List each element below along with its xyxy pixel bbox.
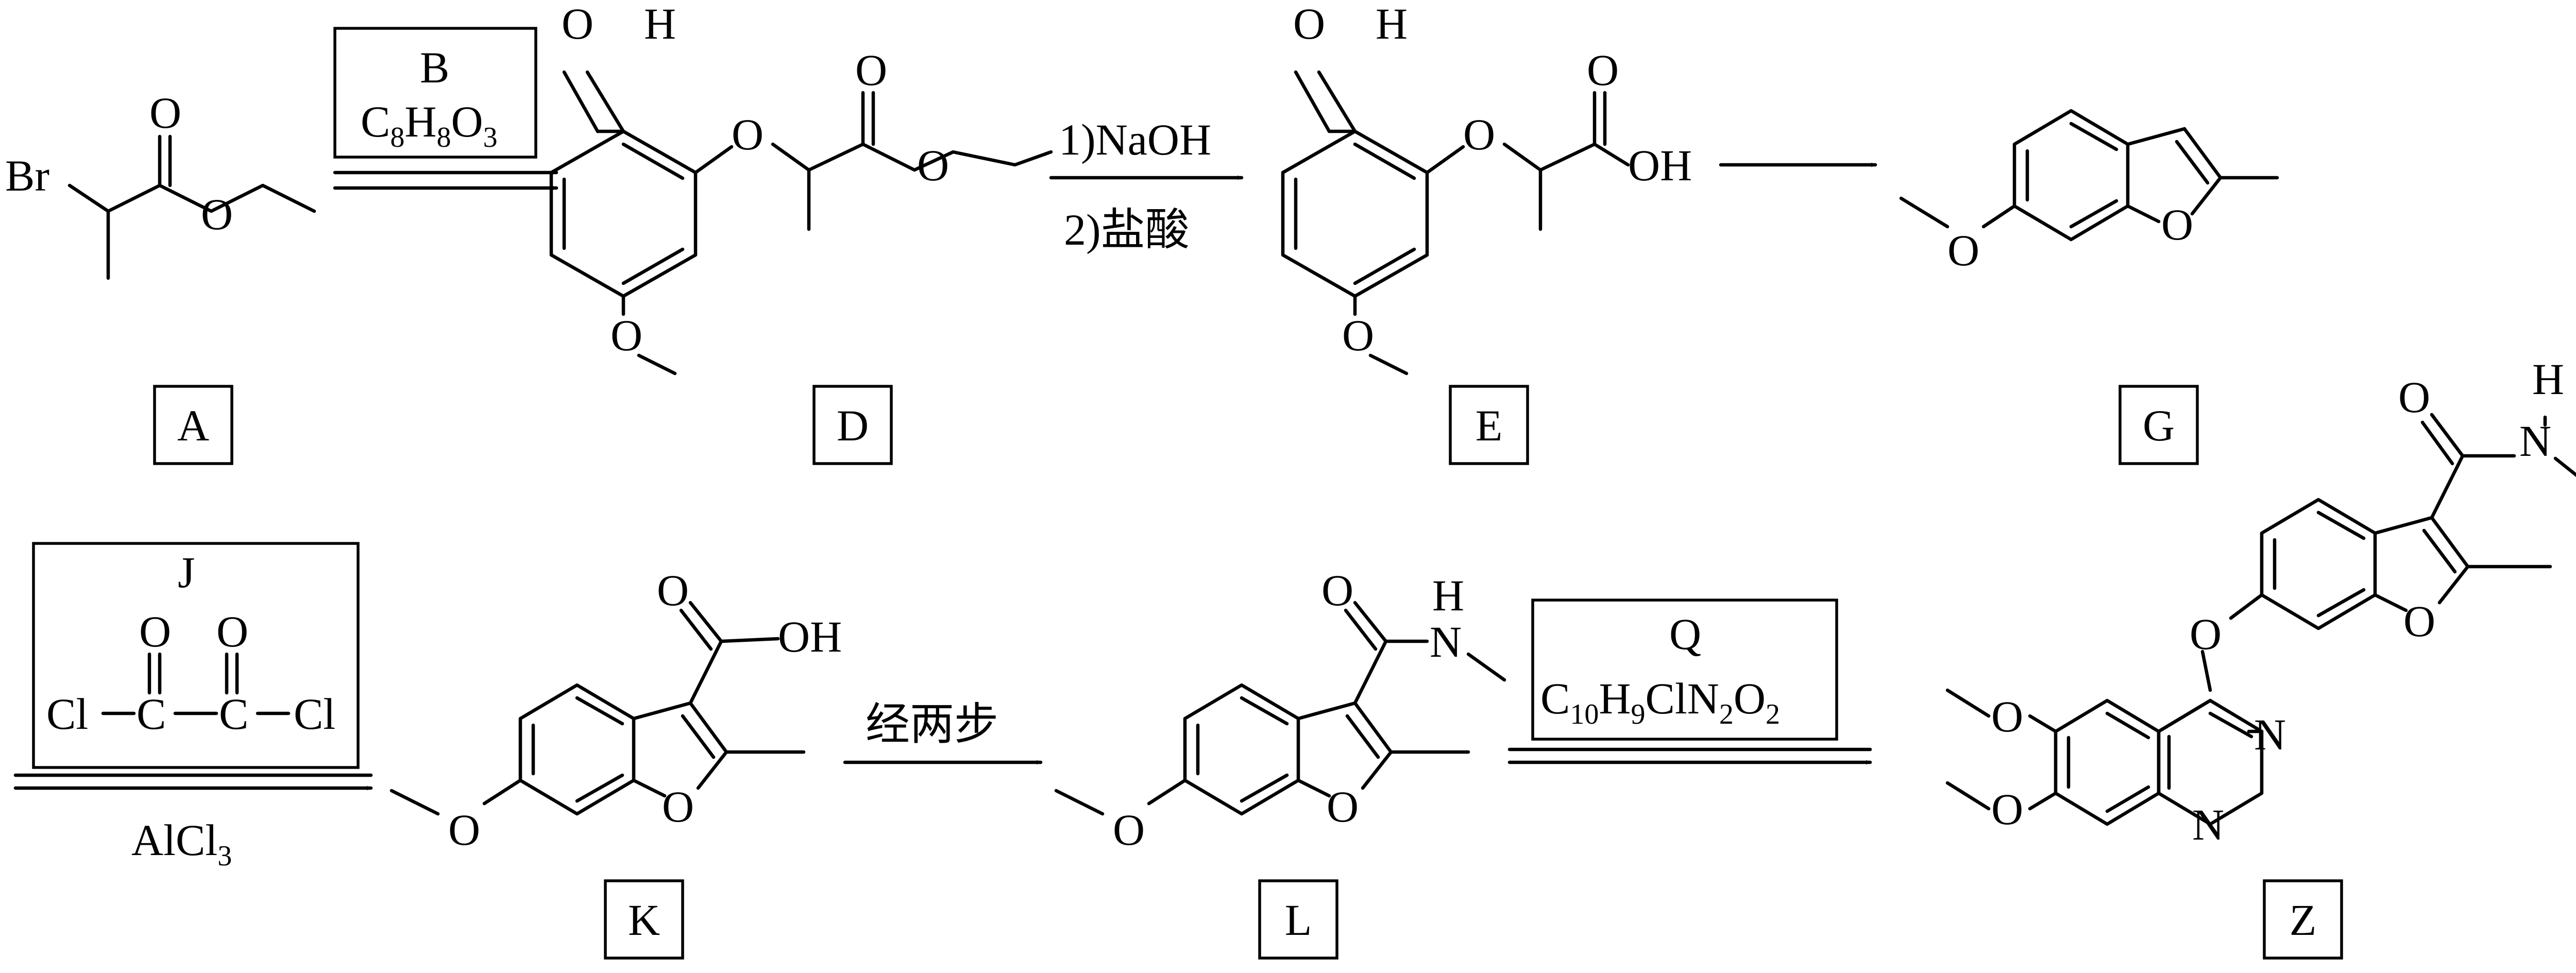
atom-o: O bbox=[917, 141, 949, 190]
atom-c: C bbox=[219, 689, 248, 739]
reagent-j-label: J bbox=[178, 548, 195, 597]
compound-a-structure: Br O O bbox=[5, 88, 316, 280]
compound-e-structure: O H O O OH O bbox=[1281, 0, 1692, 375]
atom-n: N bbox=[2192, 800, 2224, 849]
arrow-l-to-z: Q C10H9ClN2O2 bbox=[1507, 599, 1872, 765]
atom-o: O bbox=[1342, 311, 1374, 360]
atom-n: N bbox=[2519, 416, 2551, 466]
atom-o: O bbox=[1463, 110, 1495, 159]
atom-cl: Cl bbox=[294, 689, 335, 739]
atom-c: C bbox=[137, 689, 166, 739]
atom-o: O bbox=[657, 566, 689, 615]
reagent-b-formula: C8H8O3 bbox=[361, 97, 498, 153]
atom-o: O bbox=[216, 607, 248, 656]
svg-text:Z: Z bbox=[2290, 895, 2317, 945]
compound-l-structure: O O H N O bbox=[1054, 566, 1506, 855]
label-g: G bbox=[2119, 385, 2199, 465]
atom-o: O bbox=[2403, 596, 2435, 646]
compound-k-structure: O O OH O bbox=[389, 566, 842, 855]
atom-h: H bbox=[2532, 354, 2564, 404]
compound-z-structure: O O H N O N N O O bbox=[1945, 354, 2576, 849]
reagent-j-box: J O O Cl C C Cl bbox=[32, 542, 360, 769]
atom-o: O bbox=[1113, 805, 1145, 855]
atom-o: O bbox=[201, 190, 233, 239]
arrow-a-to-d: B C8H8O3 bbox=[333, 27, 558, 191]
atom-o: O bbox=[1293, 0, 1325, 48]
compound-g-structure: O O bbox=[1899, 109, 2279, 275]
atom-o: O bbox=[2398, 372, 2430, 422]
svg-text:D: D bbox=[837, 401, 869, 450]
label-k: K bbox=[604, 879, 684, 960]
condition-hcl: 2)盐酸 bbox=[1064, 205, 1190, 254]
atom-oh: OH bbox=[778, 612, 842, 661]
atom-h: H bbox=[644, 0, 676, 48]
atom-oh: OH bbox=[1628, 141, 1692, 190]
atom-o: O bbox=[139, 607, 171, 656]
svg-text:L: L bbox=[1285, 895, 1312, 945]
arrow-g-to-k: AlCl3 bbox=[13, 773, 373, 872]
svg-text:G: G bbox=[2143, 401, 2175, 450]
atom-o: O bbox=[1321, 566, 1353, 615]
arrow-k-to-l: 经两步 bbox=[843, 699, 1043, 765]
atom-o: O bbox=[611, 311, 642, 360]
condition-two-steps: 经两步 bbox=[866, 699, 998, 749]
compound-d-structure: O H O O O O bbox=[549, 0, 1053, 375]
label-z: Z bbox=[2263, 879, 2343, 960]
atom-o: O bbox=[1991, 692, 2023, 741]
atom-h: H bbox=[1376, 0, 1408, 48]
atom-o: O bbox=[1327, 782, 1359, 831]
atom-o: O bbox=[2161, 200, 2193, 249]
atom-n: N bbox=[2254, 710, 2286, 759]
atom-cl: Cl bbox=[46, 689, 88, 739]
label-d: D bbox=[812, 385, 893, 465]
label-l: L bbox=[1258, 879, 1338, 960]
label-e: E bbox=[1449, 385, 1529, 465]
atom-o: O bbox=[855, 45, 887, 95]
condition-naoh: 1)NaOH bbox=[1059, 115, 1211, 164]
atom-o: O bbox=[149, 88, 181, 138]
atom-o: O bbox=[732, 110, 764, 159]
atom-o: O bbox=[562, 0, 594, 48]
atom-h: H bbox=[1432, 571, 1464, 620]
reagent-b-label: B bbox=[420, 43, 449, 92]
reagent-q-formula: C10H9ClN2O2 bbox=[1540, 674, 1780, 730]
svg-text:A: A bbox=[177, 401, 209, 450]
svg-text:K: K bbox=[628, 895, 660, 945]
atom-o: O bbox=[2190, 609, 2222, 659]
reagent-q-label: Q bbox=[1669, 609, 1701, 659]
condition-alcl3: AlCl3 bbox=[131, 815, 232, 872]
atom-o: O bbox=[1991, 784, 2023, 834]
arrow-d-to-e: 1)NaOH 2)盐酸 bbox=[1049, 115, 1244, 254]
svg-text:E: E bbox=[1476, 401, 1503, 450]
atom-o: O bbox=[448, 805, 480, 855]
label-a: A bbox=[153, 385, 233, 465]
atom-n: N bbox=[1430, 617, 1462, 667]
atom-o: O bbox=[662, 782, 694, 831]
atom-br: Br bbox=[5, 151, 49, 200]
atom-o: O bbox=[1587, 45, 1619, 95]
atom-o: O bbox=[1947, 226, 1979, 275]
